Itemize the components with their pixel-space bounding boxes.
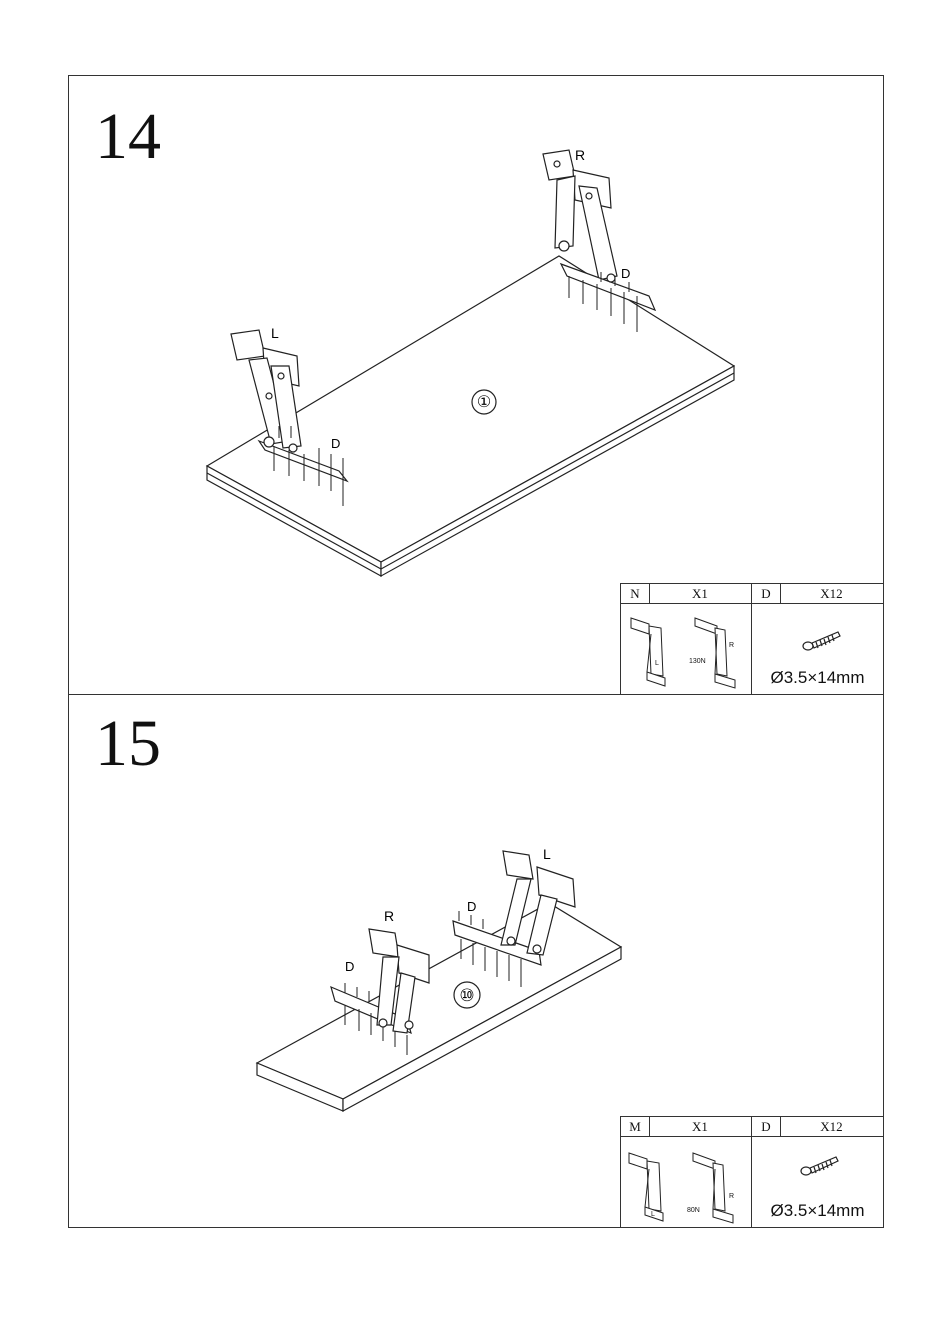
- hinge-force-label: 80N: [687, 1207, 700, 1214]
- parts-hinge-header: M X1: [621, 1117, 752, 1137]
- screw-icon: [752, 1137, 883, 1197]
- screw-image: Ø3.5×14mm: [752, 1137, 883, 1227]
- step-15-panel: 15: [68, 694, 884, 1228]
- left-hinge-label: L: [543, 846, 551, 862]
- screw-image: Ø3.5×14mm: [752, 604, 883, 694]
- screw-spec: Ø3.5×14mm: [752, 668, 883, 688]
- hinge-quantity: X1: [649, 1117, 751, 1137]
- hinge-r-mark: R: [729, 1193, 734, 1200]
- hinge-pair-icon: [621, 604, 752, 696]
- left-hinge-label: L: [271, 325, 279, 341]
- screw-label-left: D: [331, 436, 340, 451]
- screw-quantity: X12: [780, 584, 883, 604]
- hinge-pair-image: L R 80N: [621, 1137, 752, 1227]
- step-14-panel: 14: [68, 75, 884, 695]
- hinge-part-code: M: [621, 1117, 650, 1136]
- parts-list-15: M X1 D X12 L R 80N: [620, 1116, 884, 1228]
- hinge-pair-image: L R 130N: [621, 604, 752, 694]
- screw-label-left: D: [345, 959, 354, 974]
- hinge-part-code: N: [621, 584, 650, 603]
- screw-part-code: D: [752, 1117, 781, 1136]
- right-hinge-label: R: [575, 147, 585, 163]
- hinge-l-mark: L: [651, 1211, 655, 1218]
- hinge-l-mark: L: [655, 660, 659, 667]
- screw-label-right: D: [621, 266, 630, 281]
- board-panel-10: [257, 903, 621, 1111]
- parts-list-14: N X1 D X12 L R 130N: [620, 583, 884, 695]
- parts-hinge-header: N X1: [621, 584, 752, 604]
- parts-screw-header: D X12: [752, 1117, 883, 1137]
- board-part-label: ⑩: [459, 986, 474, 1005]
- hinge-pair-icon: [621, 1137, 752, 1229]
- hinge-force-label: 130N: [689, 658, 706, 665]
- screw-part-code: D: [752, 584, 781, 603]
- right-hinge-label: R: [384, 908, 394, 924]
- screw-quantity: X12: [780, 1117, 883, 1137]
- hinge-r-mark: R: [729, 642, 734, 649]
- screw-spec: Ø3.5×14mm: [752, 1201, 883, 1221]
- screw-icon: [752, 604, 883, 664]
- board-part-label: ①: [477, 394, 491, 411]
- screw-label-right: D: [467, 899, 476, 914]
- parts-screw-header: D X12: [752, 584, 883, 604]
- hinge-quantity: X1: [649, 584, 751, 604]
